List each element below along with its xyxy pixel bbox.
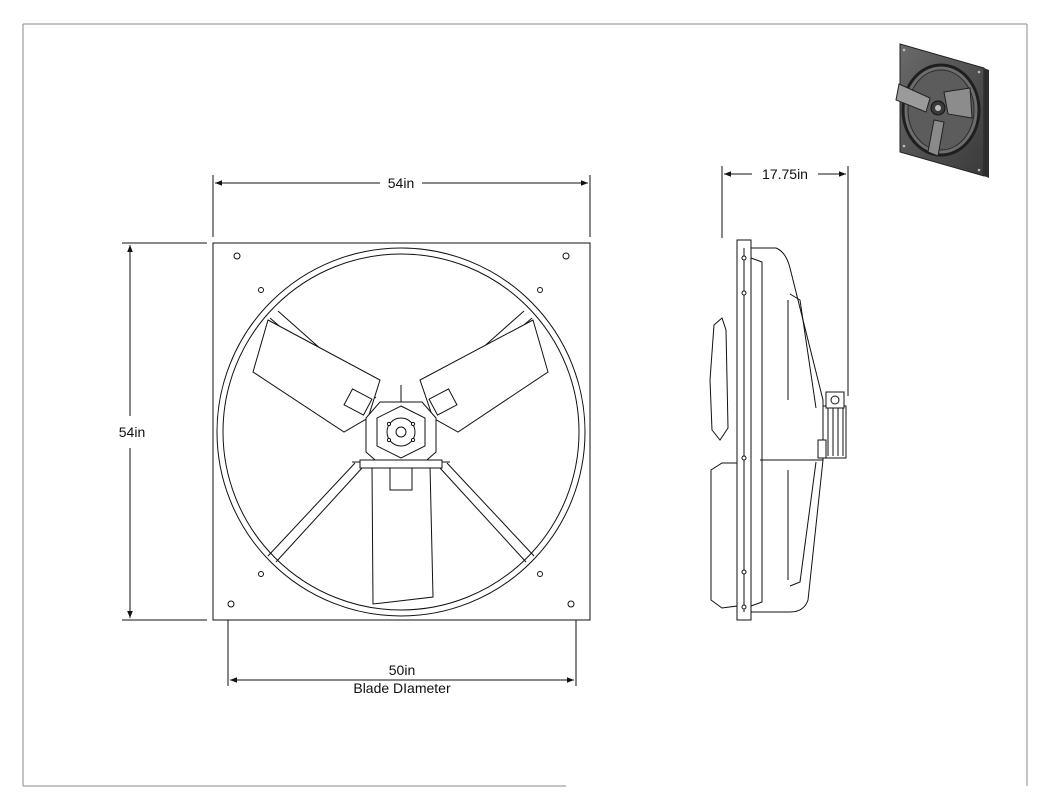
front-width-label: 54in: [388, 175, 414, 191]
side-view: [709, 239, 847, 621]
blade-diameter-value: 50in: [389, 662, 415, 678]
fan-blades: [252, 319, 549, 605]
side-lower-bracket: [710, 462, 738, 609]
mounting-holes: [227, 252, 575, 608]
venturi-ring-inner: [222, 253, 580, 611]
venturi-ring-outer: [216, 247, 586, 617]
side-motor: [817, 391, 847, 459]
sheet-border: [22, 23, 1028, 787]
blade-diameter-label: Blade DIameter: [353, 680, 451, 696]
side-dimensions: [721, 166, 849, 396]
front-view: [212, 242, 591, 621]
front-dimensions: [122, 175, 591, 686]
front-height-label: 54in: [119, 424, 145, 440]
side-blade-profile: [709, 317, 729, 441]
side-depth-label: 17.75in: [762, 166, 808, 182]
isometric-fan-thumbnail: [895, 43, 989, 178]
fan-hub: [359, 385, 443, 469]
